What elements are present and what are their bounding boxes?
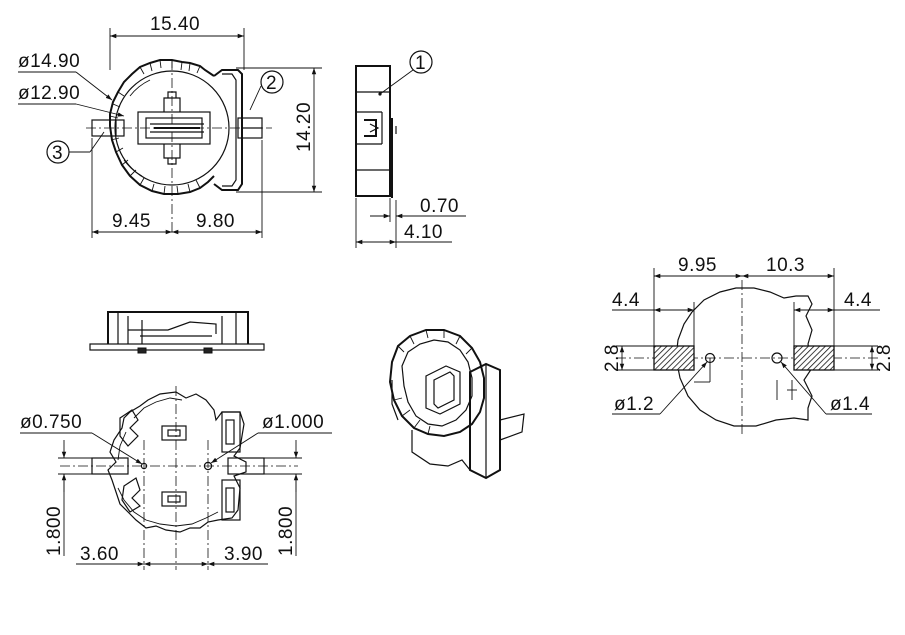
- pcb-footprint: 9.95 10.3 4.4 4.4 2.8 2.8 ø1.2 ø1.4: [602, 255, 895, 434]
- pad-right: [793, 345, 835, 371]
- dim-pad-right-w-label: 4.4: [844, 290, 872, 311]
- negative-contact: [137, 111, 211, 145]
- dim-hole-left-label: ø1.2: [614, 394, 654, 415]
- dim-left-span-label: 9.95: [678, 255, 717, 276]
- top-view: 15.40 ø14.90 ø12.90 3 2 14.20 9.45 9.80: [18, 14, 322, 238]
- dim-hole-large-label: ø1.000: [262, 412, 324, 433]
- callout-one: 1: [415, 53, 426, 74]
- callout-three: 3: [52, 143, 63, 164]
- dim-left-label: 9.45: [112, 211, 151, 232]
- dim-hole-right-label: ø1.4: [830, 394, 870, 415]
- bottom-view: ø0.750 ø1.000 1.800 1.800 3.60 3.90: [20, 386, 332, 570]
- positive-contact: [213, 69, 243, 191]
- dim-hole-small-label: ø0.750: [20, 412, 82, 433]
- footprint-outline: [675, 287, 813, 427]
- hole-right: [771, 352, 783, 364]
- dim-right-x-label: 3.90: [224, 544, 263, 565]
- callout-two: 2: [266, 73, 277, 94]
- dim-thickness-label: 4.10: [404, 222, 443, 243]
- front-elevation: [89, 311, 265, 354]
- pad-left: [653, 345, 695, 371]
- dim-right-span-label: 10.3: [766, 255, 805, 276]
- dim-pad-left-h-label: 2.8: [602, 344, 623, 372]
- dim-right-label: 9.80: [196, 211, 235, 232]
- holder-outline: [109, 59, 215, 195]
- battery-recess: [114, 70, 230, 186]
- dim-height-label: 14.20: [294, 102, 315, 152]
- dim-left-y-label: 1.800: [44, 506, 65, 556]
- dim-right-y-label: 1.800: [276, 506, 297, 556]
- dim-left-x-label: 3.60: [80, 544, 119, 565]
- dim-pad-right-h-label: 2.8: [874, 344, 895, 372]
- isometric-view: [388, 329, 525, 480]
- side-view: 1 0.70 4.10: [355, 50, 466, 248]
- dim-width-label: 15.40: [150, 14, 200, 35]
- dim-outer-dia-label: ø14.90: [18, 51, 80, 72]
- dim-pad-left-w-label: 4.4: [612, 290, 640, 311]
- side-body: [355, 65, 391, 197]
- dim-inner-dia-label: ø12.90: [18, 83, 80, 104]
- dim-lead-offset-label: 0.70: [420, 196, 459, 217]
